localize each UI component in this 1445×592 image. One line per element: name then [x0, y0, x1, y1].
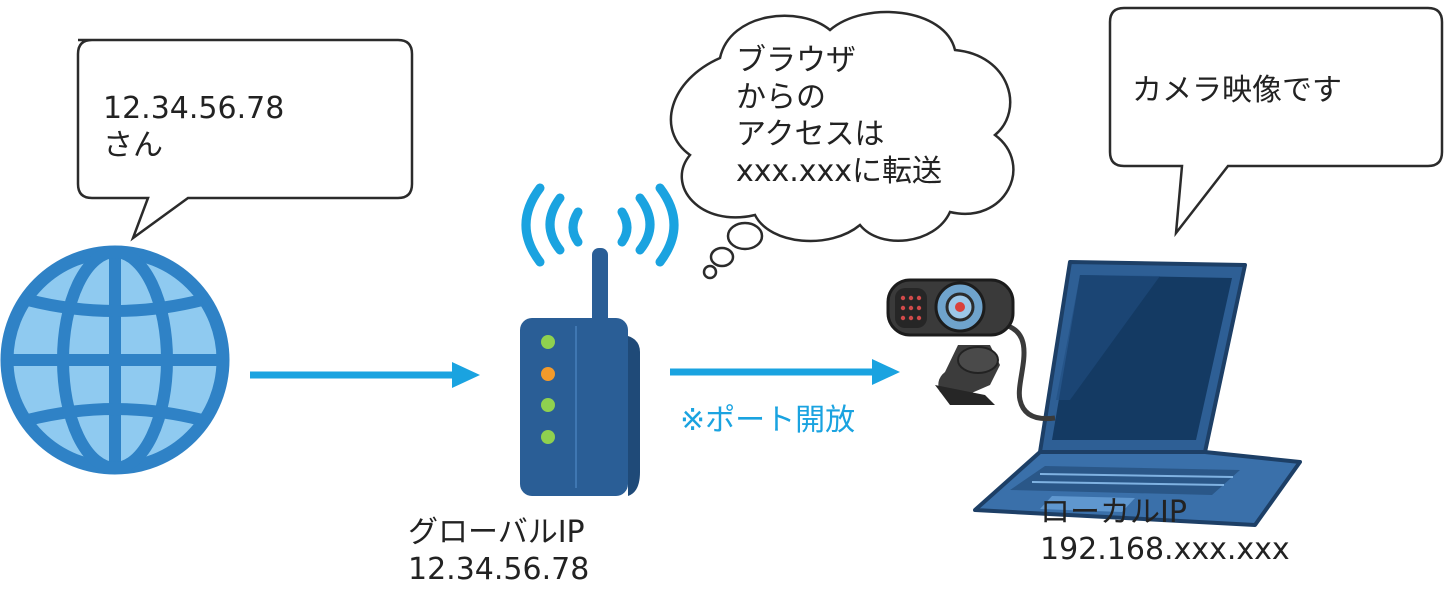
thought-bubble: [669, 10, 1015, 280]
router-led-2: [541, 367, 555, 381]
camera-bubble-text: カメラ映像です: [1132, 73, 1342, 108]
internet-honorific: さん: [103, 128, 163, 163]
webcam-icon: [886, 278, 1056, 422]
speech-bubble-internet: [76, 38, 414, 242]
router-led-1: [541, 335, 555, 349]
laptop-label-ip: 192.168.xxx.xxx: [1040, 532, 1290, 567]
laptop-label-title: ローカルIP: [1040, 495, 1187, 530]
arrow-right-icon-2: [670, 359, 900, 385]
wifi-router-icon: [520, 183, 679, 496]
laptop-icon: [973, 260, 1302, 527]
thought-bubble-text: ブラウザ からの アクセスは xxx.xxxに転送: [736, 42, 942, 190]
router-led-4: [541, 430, 555, 444]
internet-bubble-text: 12.34.56.78 さん: [103, 90, 284, 164]
internet-ip: 12.34.56.78: [103, 91, 285, 126]
arrow-right-icon: [250, 362, 480, 388]
globe-icon: [0, 245, 230, 475]
thought-line-1: ブラウザ: [736, 43, 856, 78]
thought-dot-large: [726, 221, 764, 251]
thought-dot-small: [702, 264, 718, 280]
thought-line-2: からの: [736, 80, 826, 115]
thought-line-3: アクセスは: [736, 117, 885, 152]
router-led-3: [541, 398, 555, 412]
port-forward-note: ※ポート開放: [680, 403, 856, 438]
thought-line-4: xxx.xxxに転送: [736, 154, 943, 189]
thought-dot-medium: [709, 246, 735, 268]
router-label: グローバルIP 12.34.56.78: [408, 514, 589, 588]
router-label-title: グローバルIP: [408, 515, 585, 550]
router-label-ip: 12.34.56.78: [408, 552, 590, 587]
speech-bubble-camera: [1108, 6, 1444, 238]
thought-cloud: [669, 10, 1015, 243]
laptop-label: ローカルIP 192.168.xxx.xxx: [1040, 494, 1290, 568]
